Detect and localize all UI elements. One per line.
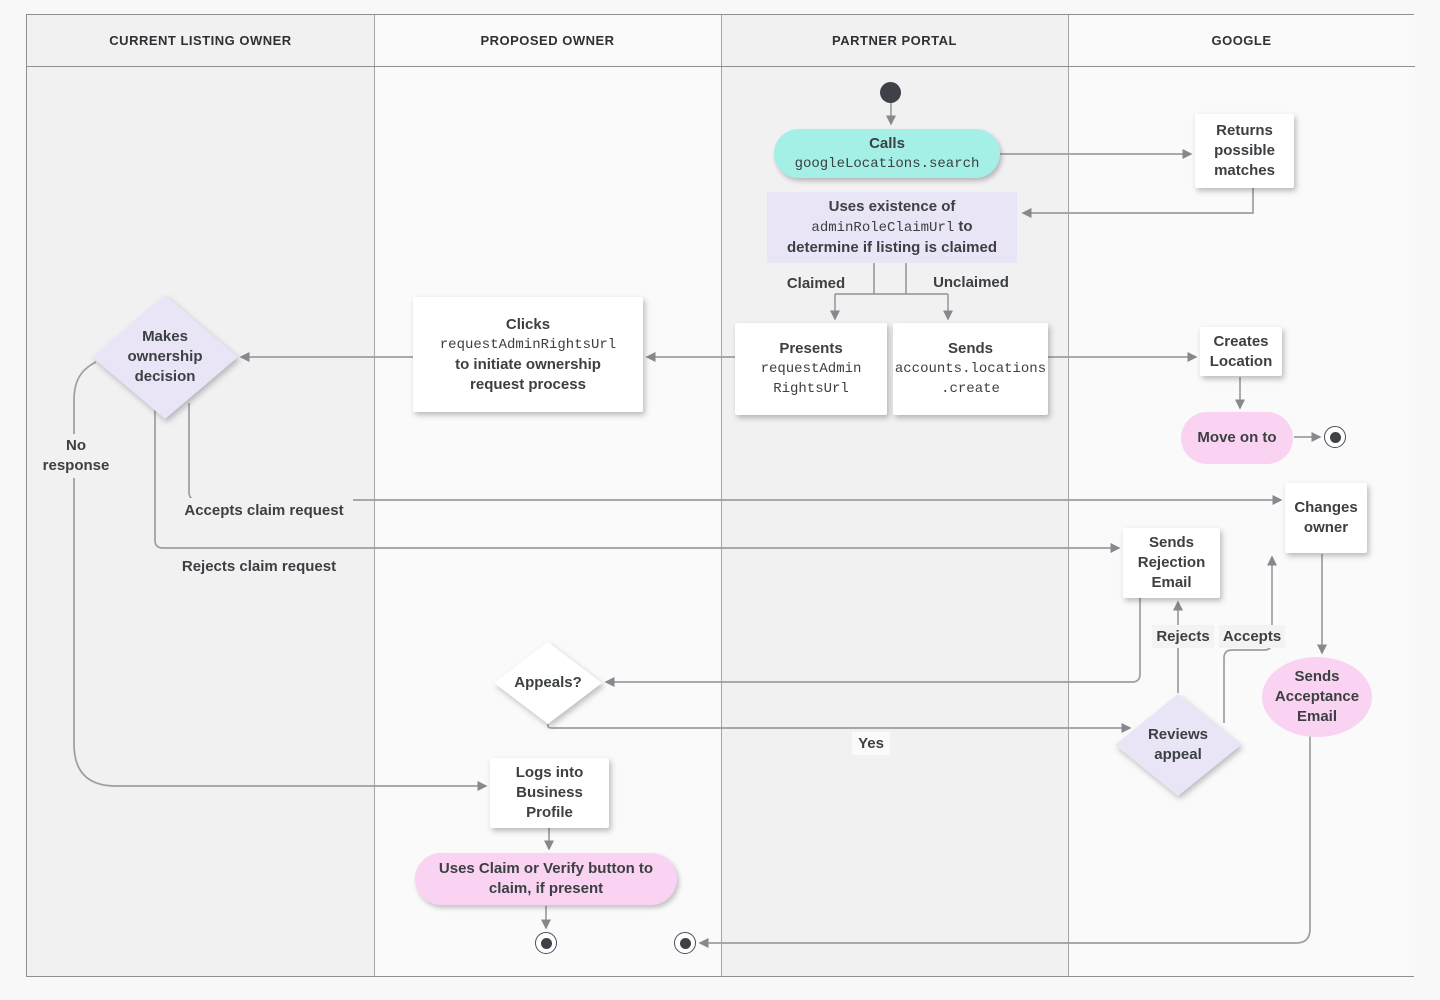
node-clicks-requestadminrightsurl: Clicks requestAdminRightsUrl to initiate… <box>413 297 643 412</box>
start-node <box>880 82 901 103</box>
text-line: Reviews <box>1147 726 1209 743</box>
text-line: owner <box>1303 519 1349 536</box>
decision-diamond: Reviews appeal <box>1115 694 1241 796</box>
node-uses-claim-or-verify: Uses Claim or Verify button to claim, if… <box>415 853 677 905</box>
edge-label-rejects: Rejects <box>1152 625 1214 648</box>
lane-title-google: GOOGLE <box>1211 33 1272 48</box>
edge-label-yes: Yes <box>852 732 890 755</box>
text-line: Returns <box>1216 122 1273 139</box>
node-reviews-appeal: Reviews appeal <box>1115 694 1241 796</box>
node-title: Clicks <box>505 315 551 333</box>
text-line: Makes <box>142 328 188 345</box>
node-title: Sends <box>947 340 993 357</box>
text-line: to initiate ownership <box>455 355 601 373</box>
end-node-dot <box>679 937 691 949</box>
text-line: request process <box>470 375 586 393</box>
text-line: appeal <box>1154 746 1202 763</box>
text-line: Logs into <box>515 764 584 781</box>
edge-label-accepts-claim-request: Accepts claim request <box>175 498 353 524</box>
edge-label-rejects-claim-request: Rejects claim request <box>170 556 348 578</box>
text-line: ownership <box>127 348 203 365</box>
text-line: determine if listing is claimed <box>786 239 998 256</box>
node-creates-location: Creates Location <box>1200 327 1282 376</box>
edge-label-no-response: No response <box>30 434 122 478</box>
edge-label-unclaimed: Unclaimed <box>933 274 1009 291</box>
lane-current-listing-owner <box>27 15 374 976</box>
node-title: Appeals? <box>514 674 582 691</box>
lane-header-row: CURRENT LISTING OWNER PROPOSED OWNER PAR… <box>27 15 1415 67</box>
node-code: requestAdmin <box>760 361 862 377</box>
node-title: Move on to <box>1197 429 1277 446</box>
node-code: .create <box>941 381 1000 397</box>
node-sends-acceptance-email: Sends Acceptance Email <box>1262 657 1372 737</box>
text-line: Uses existence of <box>828 198 956 215</box>
node-calls-googlelocations-search: Calls googleLocations.search <box>774 129 1000 178</box>
node-makes-ownership-decision: Makes ownership decision <box>92 295 238 419</box>
lane-title-partner-portal: PARTNER PORTAL <box>832 33 957 48</box>
node-sends-rejection-email: Sends Rejection Email <box>1123 528 1220 598</box>
text-line: No <box>66 437 86 454</box>
text-line: Sends <box>1148 534 1194 551</box>
lane-proposed-owner <box>374 15 721 976</box>
end-node-claim-flow <box>535 932 557 954</box>
text-line: adminRoleClaimUrl to <box>811 217 972 238</box>
decision-diamond: Makes ownership decision <box>92 295 238 419</box>
text-line: response <box>42 457 110 474</box>
node-appeals-decision: Appeals? <box>494 642 602 724</box>
node-code: adminRoleClaimUrl <box>811 220 955 236</box>
text-line: possible <box>1214 142 1275 159</box>
node-presents-requestadminrightsurl: Presents requestAdmin RightsUrl <box>735 323 887 415</box>
text-line: Creates <box>1213 332 1269 350</box>
node-changes-owner: Changes owner <box>1285 483 1367 553</box>
text-line: Email <box>1296 708 1338 725</box>
text-line: Profile <box>526 804 573 821</box>
node-code: googleLocations.search <box>794 155 980 172</box>
text-line: Email <box>1151 574 1192 591</box>
edge-label-claimed: Claimed <box>786 275 846 292</box>
node-title: Presents <box>779 340 843 357</box>
end-node-dot <box>540 937 552 949</box>
text-line: decision <box>134 368 196 385</box>
node-code: RightsUrl <box>773 381 849 397</box>
end-node-dot <box>1329 431 1341 443</box>
text-suffix: to <box>954 218 973 235</box>
end-node-acceptance-flow <box>674 932 696 954</box>
text-line: claim, if present <box>488 880 604 897</box>
node-uses-existence-adminroleclaimurl: Uses existence of adminRoleClaimUrl to d… <box>767 192 1017 263</box>
node-code: requestAdminRightsUrl <box>439 336 617 353</box>
end-node-create-flow <box>1324 426 1346 448</box>
text-line: Sends <box>1294 668 1340 685</box>
lane-title-current-listing-owner: CURRENT LISTING OWNER <box>109 33 292 48</box>
node-returns-possible-matches: Returns possible matches <box>1195 114 1294 188</box>
text-line: Uses Claim or Verify button to <box>438 860 654 877</box>
node-code: accounts.locations <box>894 361 1047 377</box>
node-logs-into-business-profile: Logs into Business Profile <box>490 758 609 828</box>
node-move-on-to: Move on to <box>1181 412 1293 464</box>
lane-title-proposed-owner: PROPOSED OWNER <box>480 33 615 48</box>
text-line: Location <box>1209 352 1273 370</box>
text-line: Changes <box>1294 499 1358 516</box>
text-line: matches <box>1214 162 1275 179</box>
text-line: Business <box>516 784 583 801</box>
text-line: Acceptance <box>1274 688 1360 705</box>
node-title: Calls <box>869 134 905 152</box>
node-sends-accounts-locations-create: Sends accounts.locations .create <box>893 323 1048 415</box>
edge-label-accepts: Accepts <box>1219 625 1285 648</box>
decision-diamond: Appeals? <box>494 642 602 724</box>
text-line: Rejection <box>1137 554 1206 571</box>
